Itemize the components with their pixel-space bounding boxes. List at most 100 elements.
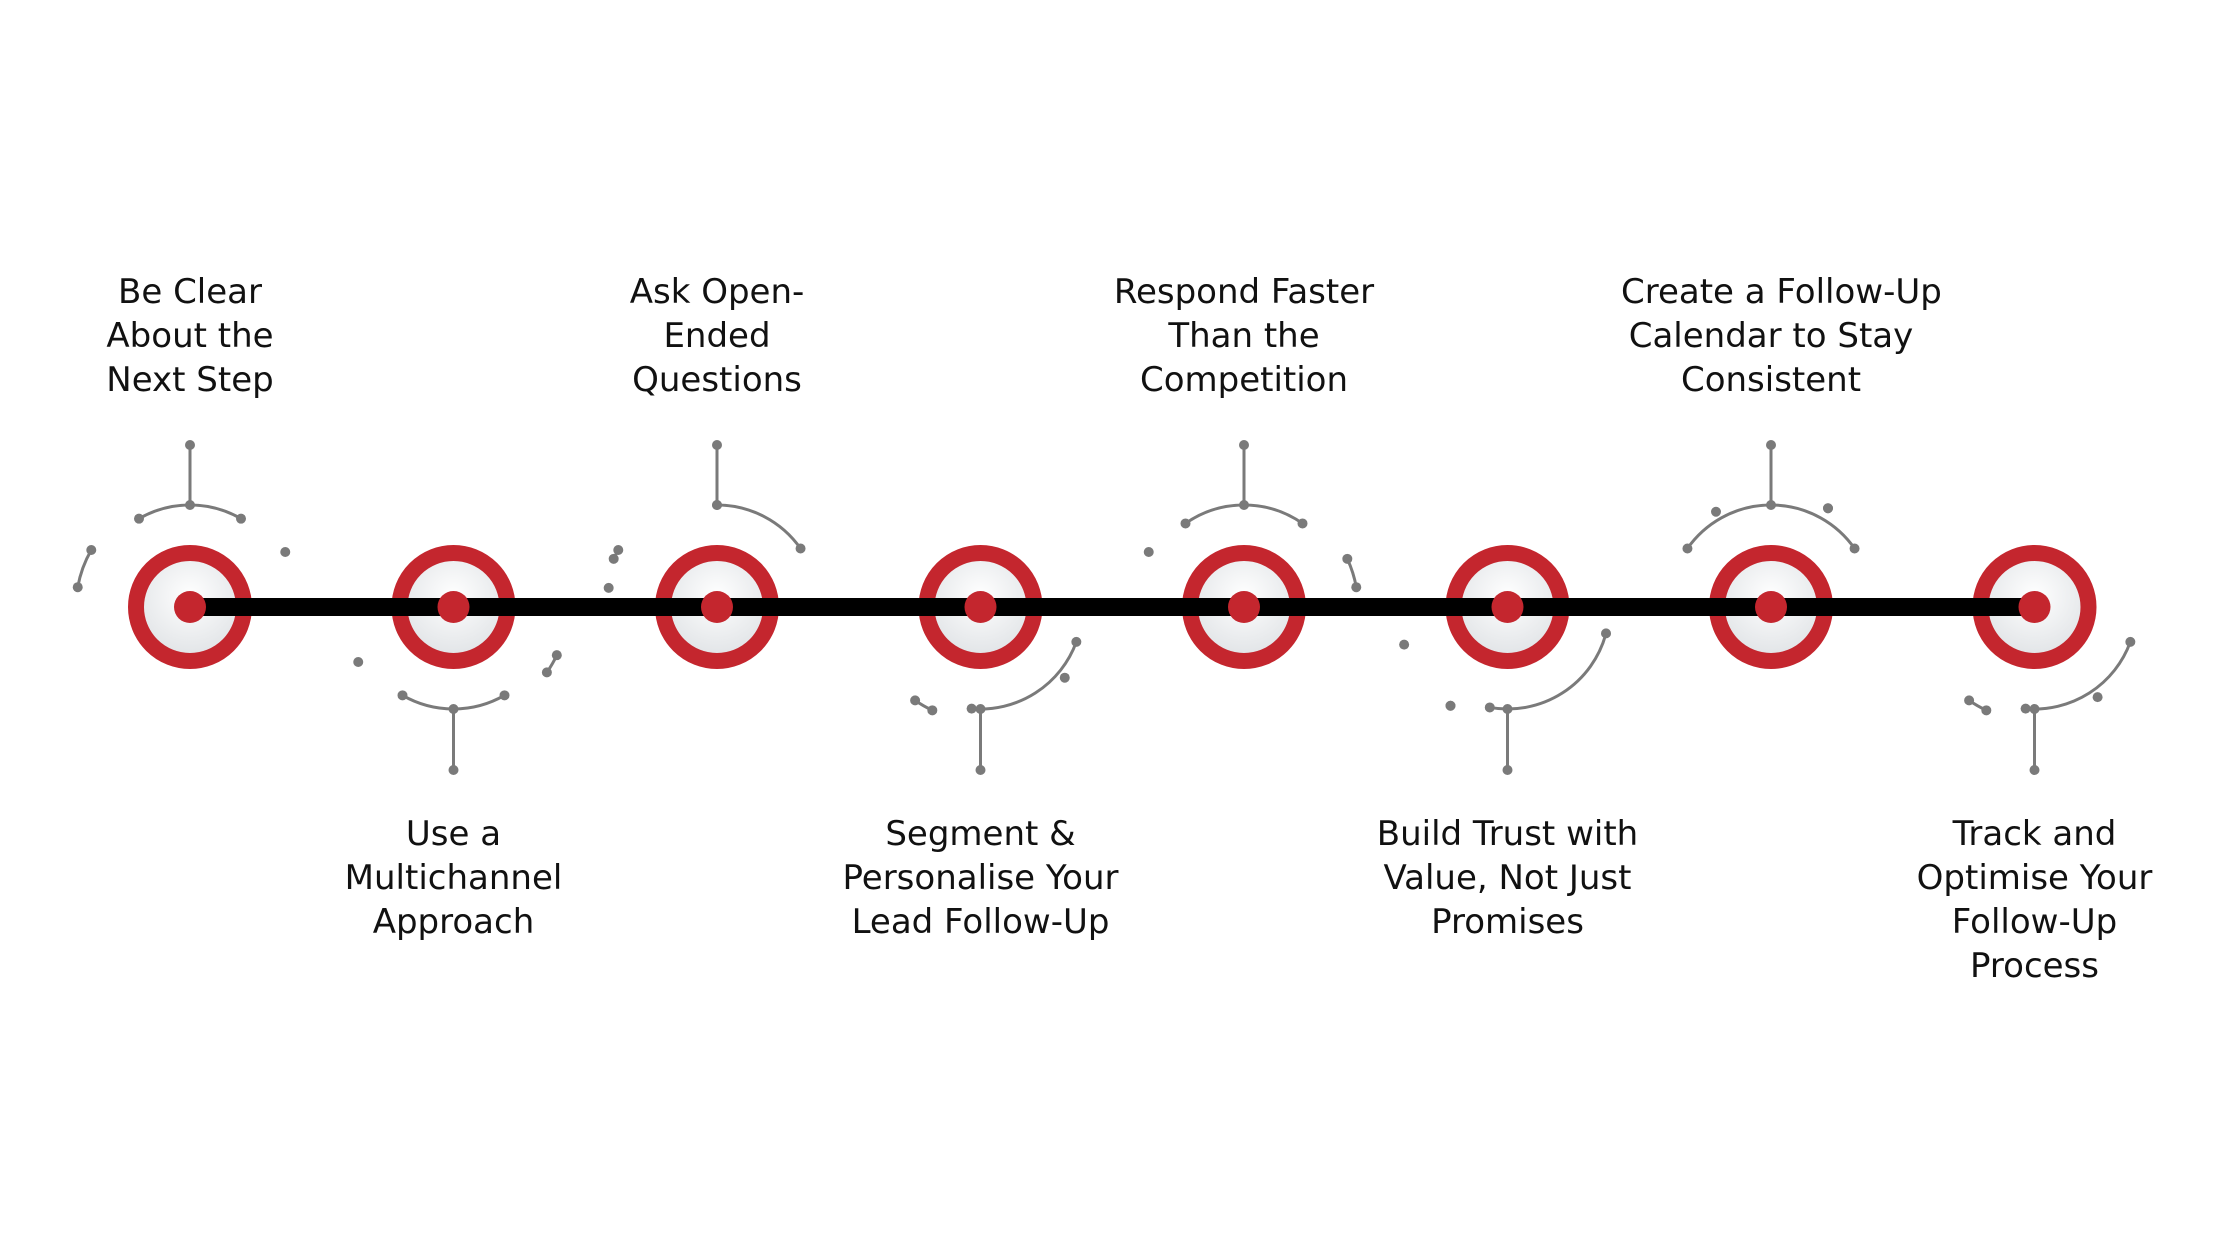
connector-ornament — [1143, 440, 1362, 593]
connector-arc-small-dot — [551, 650, 562, 661]
step-label-line: Create a Follow-Up — [1621, 272, 1942, 312]
step-label-line: Promises — [1431, 902, 1584, 942]
target-center-dot — [1491, 591, 1524, 623]
connector-arc — [1686, 503, 1856, 550]
connector-arc-small-dot — [613, 545, 624, 555]
connector-ornament — [1964, 636, 2136, 775]
connector-arc-end-dot — [397, 690, 408, 701]
connector-isolated-dot — [1399, 639, 1410, 650]
connector-arc-end-dot — [134, 513, 144, 524]
connector-arc-small-dot — [1342, 553, 1353, 564]
timeline-line — [188, 598, 2036, 616]
target-center-dot — [2018, 591, 2051, 623]
connector-end-dot — [2029, 765, 2040, 775]
connector-end-dot — [1239, 440, 1249, 450]
connector-arc-small-dot — [86, 545, 97, 555]
step-label-line: Respond Faster — [1113, 272, 1375, 312]
connector-arc — [1184, 503, 1304, 525]
connector-arc-end-dot — [795, 543, 806, 554]
connector-arc-end-dot — [1071, 636, 1082, 647]
step-label-line: Optimise Your — [1916, 858, 2153, 898]
connector-arc-end-dot — [966, 703, 977, 714]
step-label-line: Ask Open- — [629, 272, 805, 312]
connector-isolated-dot — [1143, 547, 1154, 557]
step-label-line: Value, Not Just — [1383, 858, 1632, 898]
step-label-line: Personalise Your — [842, 858, 1119, 898]
step-label-line: Build Trust with — [1376, 814, 1639, 854]
step-label-line: Use a — [405, 814, 502, 854]
step-label-line: About the — [106, 316, 274, 356]
connector-arc — [2025, 641, 2132, 711]
connector-ornament — [1682, 440, 1860, 554]
connector-end-dot — [975, 765, 986, 775]
connector-arc-end-dot — [1849, 543, 1860, 554]
connector-ornament — [1399, 628, 1612, 775]
connector-arc-small-dot — [910, 695, 921, 706]
connector-arc-end-dot — [236, 513, 246, 524]
target-center-dot — [1228, 591, 1260, 623]
connector-ornament — [353, 650, 562, 775]
connector-end-dot — [712, 440, 722, 450]
connector-arc — [971, 641, 1078, 711]
step-label-line: Calendar to Stay — [1628, 316, 1914, 356]
connector-arc-small-dot — [72, 582, 83, 593]
step-label-line: Ended — [663, 316, 771, 356]
connector-arc-end-dot — [1682, 543, 1693, 554]
target-center-dot — [701, 591, 733, 623]
connector-arc-small-dot — [927, 705, 938, 716]
connector-arc-small-dot — [1351, 582, 1362, 593]
connector-arc-end-dot — [499, 690, 510, 701]
connector-isolated-dot — [2092, 692, 2103, 703]
connector-ornament — [603, 440, 806, 593]
connector-arc-small-dot — [1823, 503, 1833, 514]
step-label-line: Than the — [1168, 316, 1320, 356]
step-label-line: Follow-Up — [1951, 902, 2118, 942]
step-label-line: Competition — [1139, 360, 1349, 400]
connector-arc-end-dot — [2125, 636, 2136, 647]
step-label-line: Process — [1970, 946, 2099, 986]
step-label-line: Approach — [372, 902, 535, 942]
connector-ornament — [72, 440, 291, 593]
target-center-dot — [174, 591, 206, 623]
connector-isolated-dot — [353, 657, 364, 667]
step-label-line: Segment & — [885, 814, 1076, 854]
connector-arc-end-dot — [1297, 518, 1308, 529]
connector-arc-small-dot — [541, 667, 552, 678]
connector-arc-end-dot — [712, 500, 722, 510]
connector-arc-small-dot — [608, 553, 619, 564]
connector-isolated-dot — [603, 582, 614, 593]
step-label-line: Next Step — [106, 360, 274, 400]
connector-arc-end-dot — [1180, 518, 1191, 529]
connector-arc-small-dot — [1981, 705, 1992, 716]
connector-end-dot — [1502, 765, 1513, 775]
step-label-line: Consistent — [1680, 360, 1862, 400]
target-center-dot — [964, 591, 997, 623]
connector-end-dot — [448, 765, 459, 775]
connector-isolated-dot — [1059, 672, 1070, 683]
connector-arc — [1489, 633, 1608, 711]
step-label-line: Multichannel — [344, 858, 563, 898]
connector-arc — [401, 694, 506, 711]
connector-arc-small-dot — [1964, 695, 1975, 706]
connector-arc — [138, 503, 242, 520]
connector-arc-small-dot — [1445, 700, 1456, 711]
connector-arc-small — [76, 549, 93, 588]
target-center-dot — [1755, 591, 1787, 623]
connector-arc — [716, 503, 802, 550]
step-label-line: Questions — [632, 360, 802, 400]
connector-ornament — [910, 636, 1082, 775]
connector-arc-end-dot — [2020, 703, 2031, 714]
connector-isolated-dot — [1711, 506, 1721, 517]
target-center-dot — [437, 591, 470, 623]
connector-isolated-dot — [280, 547, 291, 557]
